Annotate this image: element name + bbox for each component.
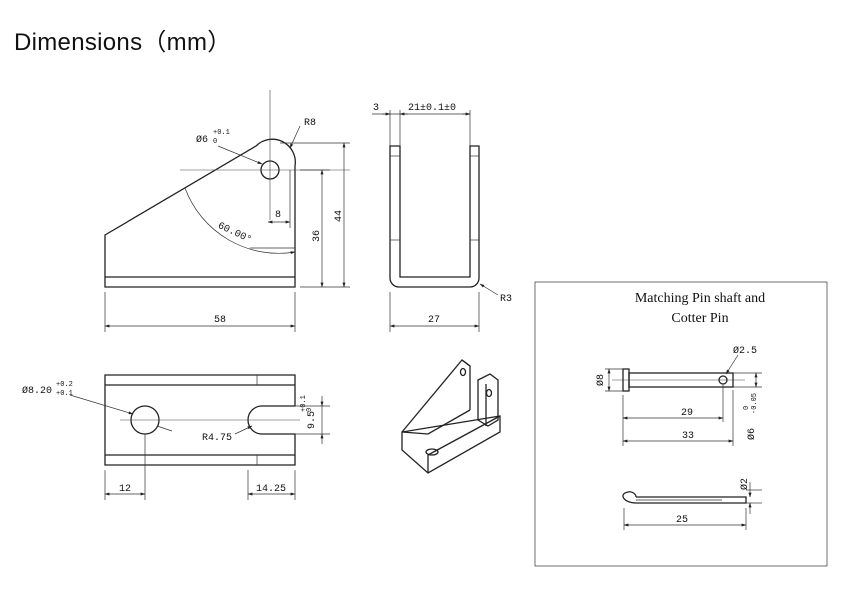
pin-hole-label: Ø2.5 [733,345,757,357]
top-hole-label: Ø8.20 [22,385,52,397]
front-radius-label: R3 [500,294,512,305]
top-hole-offset-label: 12 [119,484,131,495]
pin-head-label: Ø8 [595,374,607,386]
top-slot-offset-label: 14.25 [256,484,286,495]
side-outline [104,138,296,288]
pin-hole-distance-label: 29 [681,408,693,419]
svg-text:0: 0 [306,408,314,412]
side-angle-label: 60.00° [216,220,254,246]
page-title: Dimensions（mm） [14,29,232,56]
side-hole-label: Ø6 [196,134,208,146]
bracket-side-view: Ø6 +0.1 0 R8 60.00° 8 36 44 58 [104,90,350,332]
bracket-isometric-view [401,359,501,474]
side-length-label: 58 [214,315,226,326]
front-wall-label: 3 [373,103,379,114]
top-slot-radius-label: R4.75 [202,433,232,444]
pin-length-label: 33 [682,431,694,442]
pin-panel: Matching Pin shaft and Cotter Pin Ø2.5 [534,281,828,567]
pin-panel-title-2: Cotter Pin [671,311,728,326]
side-height-label: 44 [334,210,345,222]
svg-text:+0.1: +0.1 [300,395,308,412]
side-offset-label: 8 [275,210,281,221]
top-slot-width-label: 9.5 [307,411,318,429]
side-hole-height-label: 36 [312,230,323,242]
cotter-dia-label: Ø2 [739,478,751,490]
pin-panel-frame [534,281,828,567]
front-width-label: 27 [428,315,440,326]
angle-arc [184,187,296,255]
side-radius-label: R8 [304,118,316,129]
bracket-front-view: 3 21±0.1±0 R3 27 [372,103,512,332]
top-outline [104,374,296,466]
svg-text:-0.05: -0.05 [751,393,759,414]
svg-text:+0.1: +0.1 [56,390,73,398]
cotter-pin: Ø2 25 [622,478,762,530]
pin-panel-title-1: Matching Pin shaft and [635,291,765,306]
front-outline [389,145,480,288]
svg-text:+0.2: +0.2 [56,381,73,389]
bracket-top-view: Ø8.20 +0.2 +0.1 R4.75 9.5 +0.1 0 12 14.2… [22,374,330,500]
svg-text:0: 0 [213,138,217,146]
svg-text:+0.1: +0.1 [213,129,230,137]
svg-text:0: 0 [743,406,751,410]
pin-shaft-label: Ø6 [746,428,758,440]
pin-shaft: Ø2.5 Ø8 29 33 Ø6 0 -0.05 [595,345,762,446]
front-gap-label: 21±0.1±0 [408,103,456,114]
cotter-length-label: 25 [676,515,688,526]
